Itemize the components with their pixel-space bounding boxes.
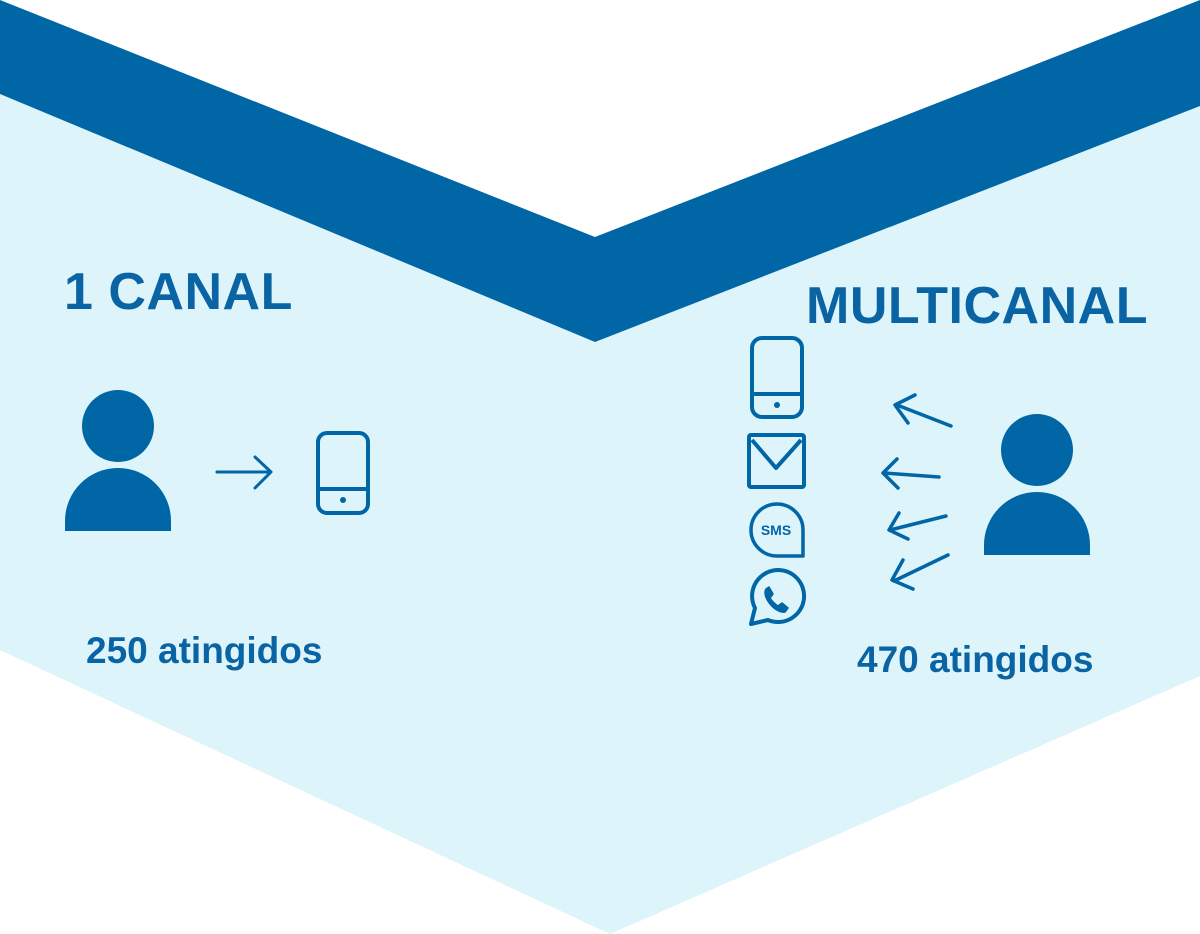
whatsapp-icon <box>749 568 807 626</box>
email-icon <box>747 433 806 489</box>
single-channel-reach: 250 atingidos <box>86 630 323 671</box>
smartphone-icon <box>750 336 804 419</box>
person-icon <box>65 390 171 531</box>
arrow-right-icon <box>215 455 273 490</box>
sms-icon-text: SMS <box>761 522 791 538</box>
multichannel-reach: 470 atingidos <box>857 639 1094 680</box>
smartphone-icon <box>316 431 370 515</box>
arrow-left-icon <box>881 457 941 490</box>
multichannel-title: MULTICANAL <box>806 277 1148 335</box>
arrow-left-icon <box>893 393 953 428</box>
arrow-left-icon <box>887 511 948 541</box>
arrow-left-icon <box>890 553 950 591</box>
sms-icon: SMS <box>749 502 805 558</box>
person-icon <box>984 414 1090 555</box>
single-channel-title: 1 CANAL <box>64 263 293 321</box>
v-band <box>0 0 1200 342</box>
background-chevron <box>0 94 1200 934</box>
